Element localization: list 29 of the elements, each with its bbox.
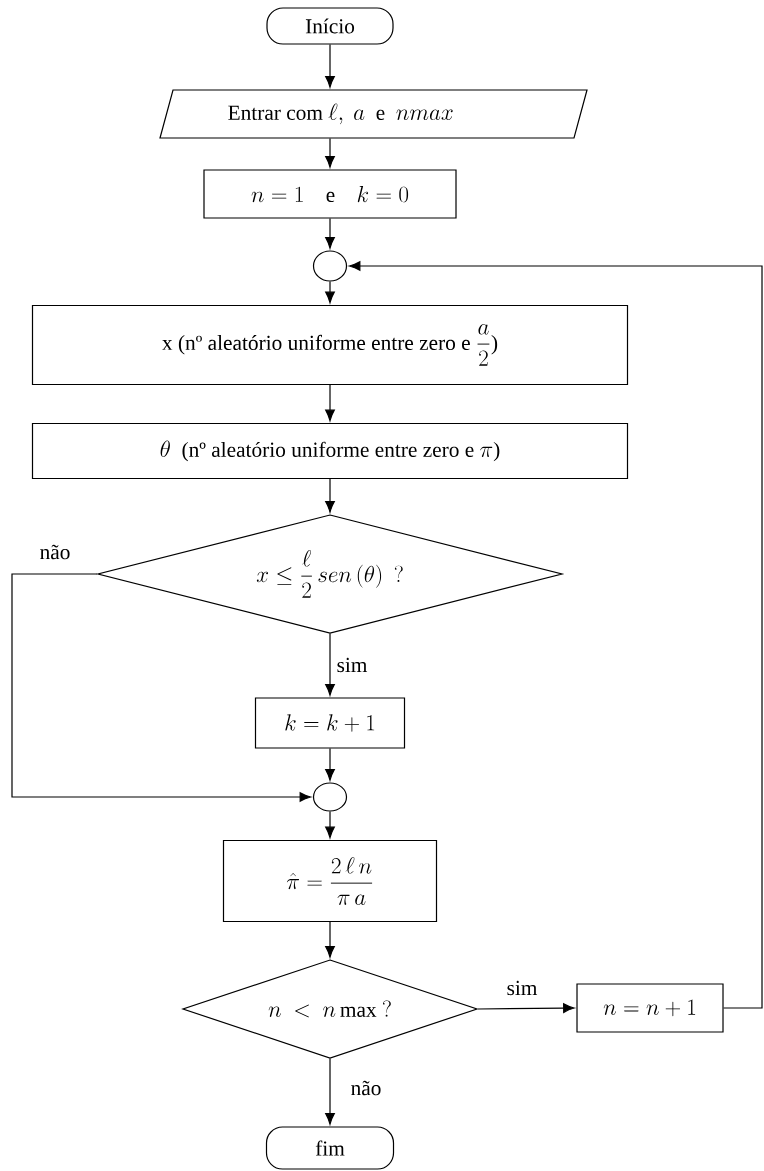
arrow (325, 281, 335, 304)
edge-label: não (38, 543, 72, 561)
arrow (11, 573, 312, 802)
process-box: $n=n+1$ (576, 983, 724, 1033)
arrow (325, 218, 335, 249)
edge-label: não (349, 1079, 383, 1097)
connector-circle (312, 782, 348, 812)
edge-label: sim (505, 979, 539, 997)
process-box: $n=1\quad\text{e}\quad k=0$ (203, 169, 457, 219)
terminal-box: fim (265, 1126, 395, 1170)
arrow (325, 478, 335, 513)
arrow (325, 384, 335, 422)
arrow (325, 921, 335, 958)
process-box: $\theta\ \ \text{(nº aleatório uniforme entre zero e }\pi\text{)}$ (31, 422, 629, 480)
process-box: $\text{x (nº aleatório uniforme entre zero e }\dfrac{a}{2}\text{)}$ (31, 304, 629, 386)
arrow (477, 1003, 575, 1013)
connector-circle (312, 250, 348, 282)
arrow (348, 261, 763, 1009)
arrow (325, 138, 335, 168)
terminal-box: Início (266, 7, 394, 45)
arrow (325, 811, 335, 839)
arrow (325, 1058, 335, 1125)
arrow (325, 633, 335, 696)
input-parallelogram: $\text{Entrar com }\ell,\ a\ \text{ e }\ nmax$ (159, 89, 588, 139)
arrow (325, 44, 335, 88)
process-box: $k=k+1$ (254, 697, 406, 749)
process-box: $\hat{\pi}=\dfrac{2\,\ell\, n}{\pi\, a}$ (222, 839, 438, 923)
arrow (325, 748, 335, 781)
edge-label: sim (335, 656, 369, 674)
